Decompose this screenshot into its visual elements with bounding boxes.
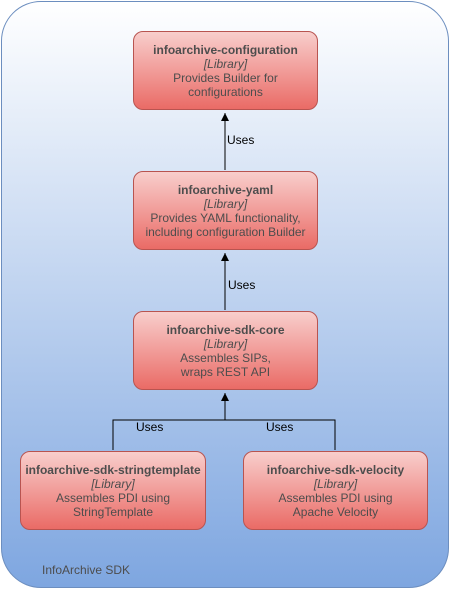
edge-velocity-to-core — [225, 419, 336, 450]
node-title: infoarchive-configuration — [153, 42, 298, 57]
node-title: infoarchive-sdk-stringtemplate — [25, 462, 201, 477]
node-title: infoarchive-sdk-velocity — [266, 462, 405, 477]
node-infoarchive-sdk-velocity[interactable]: infoarchive-sdk-velocity [Library] Assem… — [243, 451, 428, 530]
node-type: [Library] — [203, 336, 248, 351]
node-type: [Library] — [203, 196, 248, 211]
edge-label-yaml-uses: Uses — [227, 133, 255, 147]
edge-stringtemplate-to-core — [112, 393, 229, 450]
node-title: infoarchive-yaml — [177, 182, 274, 197]
node-description: Provides Builder for configurations — [173, 70, 278, 99]
node-infoarchive-configuration[interactable]: infoarchive-configuration [Library] Prov… — [133, 31, 318, 110]
node-description: Provides YAML functionality, including c… — [145, 210, 306, 239]
node-type: [Library] — [203, 56, 248, 71]
node-type: [Library] — [313, 476, 358, 491]
node-description: Assembles PDI using Apache Velocity — [278, 490, 393, 519]
node-infoarchive-yaml[interactable]: infoarchive-yaml [Library] Provides YAML… — [133, 171, 318, 250]
node-infoarchive-sdk-stringtemplate[interactable]: infoarchive-sdk-stringtemplate [Library]… — [20, 451, 206, 530]
node-infoarchive-sdk-core[interactable]: infoarchive-sdk-core [Library] Assembles… — [133, 311, 318, 390]
edge-label-stringtemplate-uses: Uses — [136, 420, 164, 434]
edge-label-velocity-uses: Uses — [266, 420, 294, 434]
container-label: InfoArchive SDK — [42, 563, 131, 577]
edge-label-core-uses: Uses — [228, 278, 256, 292]
node-description: Assembles SIPs, wraps REST API — [180, 350, 271, 379]
node-type: [Library] — [91, 476, 135, 491]
node-title: infoarchive-sdk-core — [166, 322, 285, 337]
node-description: Assembles PDI using StringTemplate — [55, 490, 171, 519]
